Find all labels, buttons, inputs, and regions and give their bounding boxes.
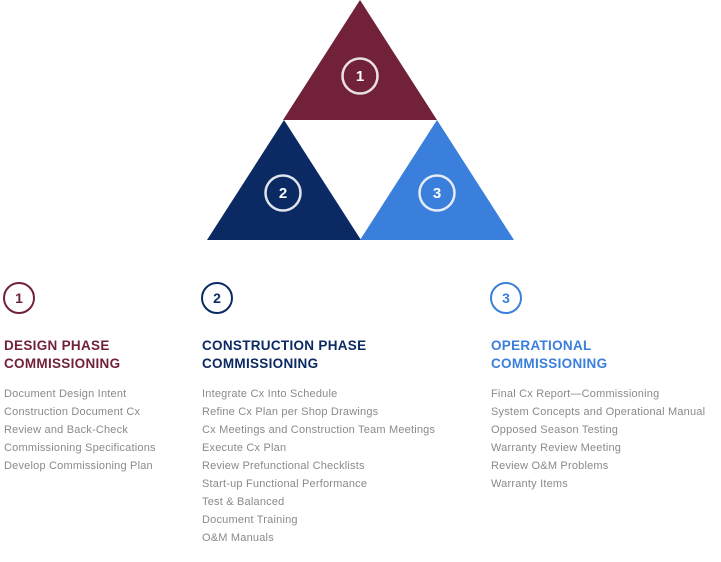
list-item: Warranty Items [491, 478, 568, 490]
list-item: System Concepts and Operational Manual [491, 406, 706, 418]
list-item: Review Prefunctional Checklists [202, 460, 365, 472]
phase-title: CONSTRUCTION PHASE COMMISSIONING [202, 337, 481, 373]
phase-title-line-1: OPERATIONAL [491, 338, 592, 353]
list-item: Cx Meetings and Construction Team Meetin… [202, 424, 436, 436]
list-item: O&M Manuals [202, 532, 274, 544]
list-item: Execute Cx Plan [202, 442, 287, 454]
phase-number-badge: 2 [201, 282, 233, 314]
list-item: Develop Commissioning Plan [4, 460, 153, 472]
triangle-phase-3 [360, 120, 514, 240]
phase-column-construction: 2 CONSTRUCTION PHASE COMMISSIONING Integ… [201, 282, 481, 547]
list-item: Document Training [202, 514, 298, 526]
list-item: Start-up Functional Performance [202, 478, 368, 490]
phase-column-design: 1 DESIGN PHASE COMMISSIONING Document De… [3, 282, 193, 475]
triangle-phase-2 [207, 120, 361, 240]
triangle-1-circle [341, 57, 379, 95]
triangle-phase-1 [283, 0, 437, 120]
phase-title-line-2: COMMISSIONING [4, 356, 121, 371]
phase-item-list: Document Design Intent Construction Docu… [3, 385, 193, 475]
triangle-3-number: 3 [433, 185, 441, 202]
phase-title-line-2: COMMISSIONING [202, 356, 319, 371]
phase-title-line-1: DESIGN PHASE [4, 338, 110, 353]
phase-number-badge: 1 [3, 282, 35, 314]
phase-column-operational: 3 OPERATIONAL COMMISSIONING Final Cx Rep… [490, 282, 721, 493]
phase-title: DESIGN PHASE COMMISSIONING [4, 337, 193, 373]
phase-item-list: Final Cx Report—Commissioning System Con… [490, 385, 721, 493]
phase-title-line-2: COMMISSIONING [491, 356, 608, 371]
list-item: Integrate Cx Into Schedule [202, 388, 338, 400]
list-item: Construction Document Cx [4, 406, 141, 418]
list-item: Final Cx Report—Commissioning [491, 388, 660, 400]
triangle-3-circle [418, 174, 456, 212]
list-item: Review O&M Problems [491, 460, 609, 472]
list-item: Commissioning Specifications [4, 442, 156, 454]
phase-number-badge: 3 [490, 282, 522, 314]
triangle-2-circle [264, 174, 302, 212]
list-item: Test & Balanced [202, 496, 285, 508]
phase-title-line-1: CONSTRUCTION PHASE [202, 338, 367, 353]
phase-item-list: Integrate Cx Into Schedule Refine Cx Pla… [201, 385, 481, 547]
triangle-1-number: 1 [356, 68, 364, 85]
list-item: Review and Back-Check [4, 424, 129, 436]
triforce-diagram: 1 2 3 [207, 0, 514, 240]
triangle-2-number: 2 [279, 185, 287, 202]
list-item: Warranty Review Meeting [491, 442, 622, 454]
list-item: Refine Cx Plan per Shop Drawings [202, 406, 379, 418]
list-item: Document Design Intent [4, 388, 127, 400]
list-item: Opposed Season Testing [491, 424, 619, 436]
phase-title: OPERATIONAL COMMISSIONING [491, 337, 721, 373]
